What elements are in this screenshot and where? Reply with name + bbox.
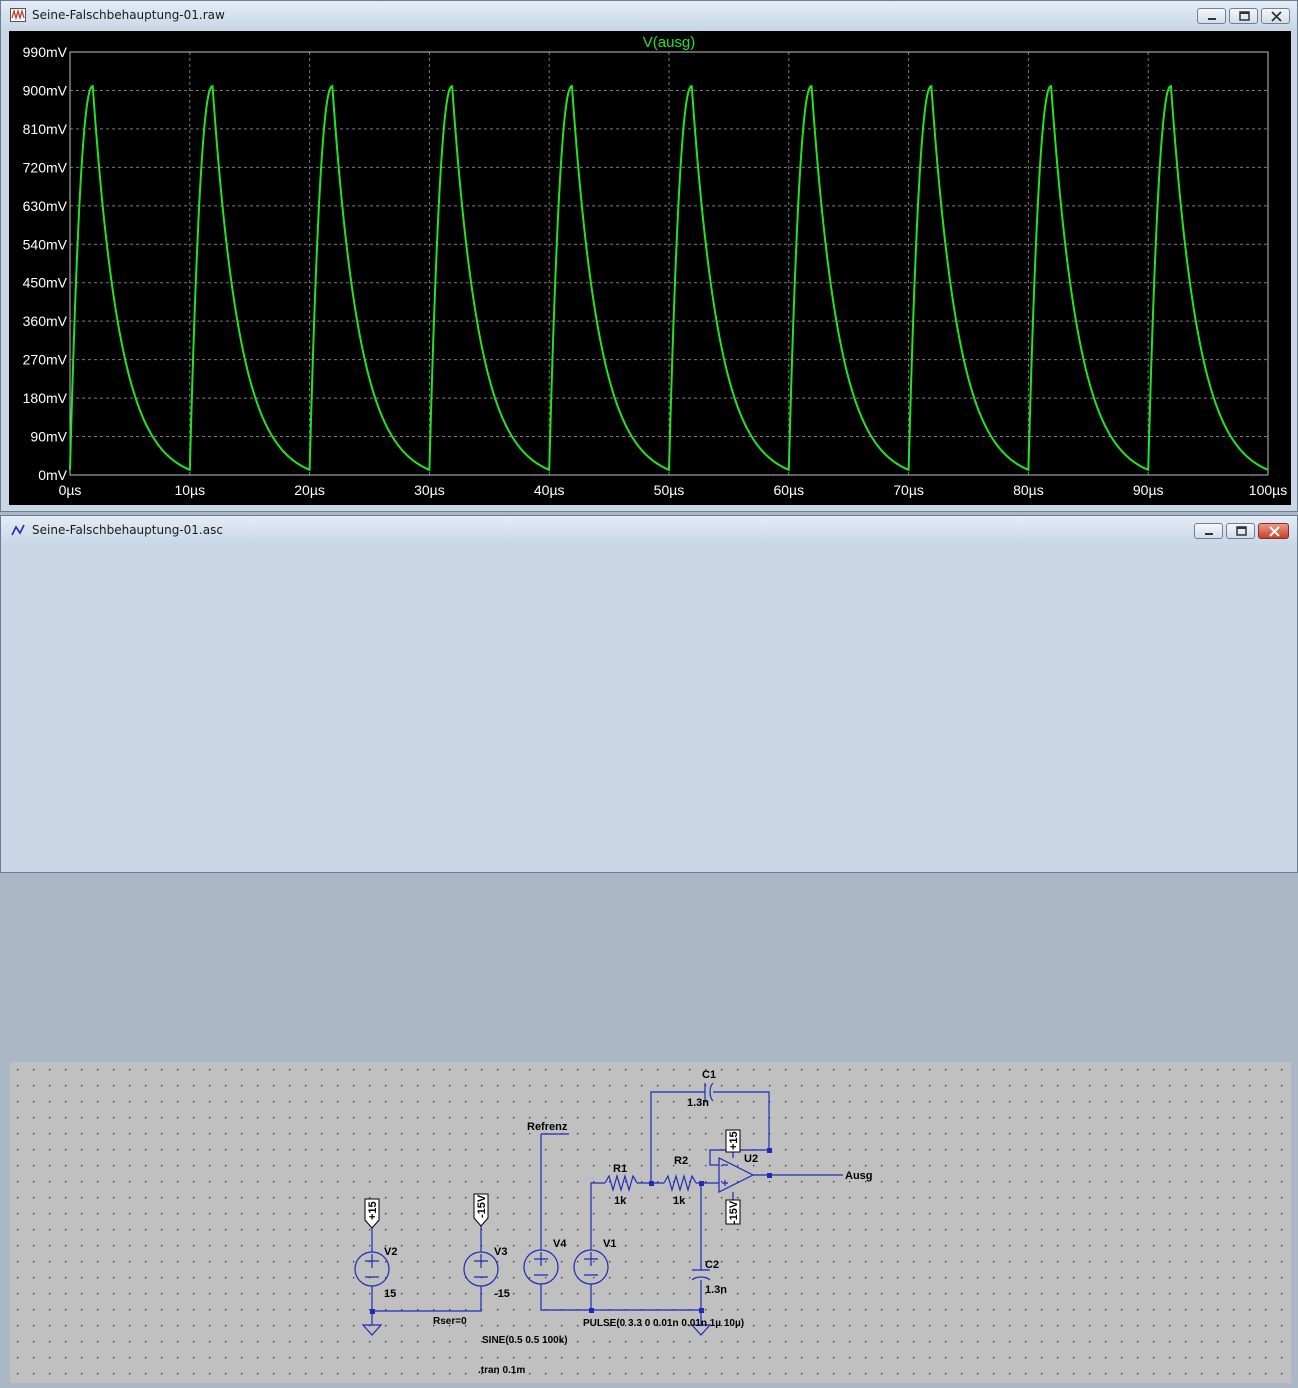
waveform-close-button[interactable]: [1261, 8, 1290, 24]
schematic-drawing[interactable]: +15 -15V +15 -15V V2 15 V3 -15 V4 V1 R1 …: [10, 1062, 1291, 1383]
value-c1[interactable]: 1.3n: [687, 1097, 709, 1109]
value-c2[interactable]: 1.3n: [705, 1284, 727, 1296]
y-tick-label: 990mV: [23, 44, 68, 60]
y-tick-label: 360mV: [23, 313, 68, 329]
minimize-icon: [1205, 533, 1213, 535]
trace-v-ausg[interactable]: [69, 84, 1269, 472]
junction-dot: [767, 1173, 772, 1178]
ref-v1[interactable]: V1: [603, 1238, 616, 1250]
ref-v2[interactable]: V2: [384, 1246, 397, 1258]
directive-tran[interactable]: .tran 0.1m: [478, 1365, 525, 1376]
close-icon: [1269, 526, 1280, 537]
net-label-minus15-opamp: -15V: [728, 1200, 740, 1224]
y-tick-label: 720mV: [23, 159, 68, 175]
y-tick-label: 810mV: [23, 121, 68, 137]
junction-dot: [699, 1308, 704, 1313]
directive-sine[interactable]: SINE(0.5 0.5 100k): [482, 1335, 568, 1346]
y-tick-label: 630mV: [23, 198, 68, 214]
x-tick-label: 70µs: [893, 482, 924, 498]
plot-trace-title[interactable]: V(ausg): [643, 34, 696, 51]
plot-grid: [70, 52, 1268, 475]
schematic-canvas[interactable]: +15 -15V +15 -15V V2 15 V3 -15 V4 V1 R1 …: [10, 1062, 1291, 1383]
waveform-maximize-button[interactable]: [1229, 8, 1258, 24]
x-tick-label: 0µs: [59, 482, 82, 498]
x-tick-label: 60µs: [773, 482, 804, 498]
net-label-refrenz[interactable]: Refrenz: [527, 1121, 568, 1133]
x-tick-label: 100µs: [1249, 482, 1287, 498]
ref-c1[interactable]: C1: [702, 1069, 716, 1081]
directive-pulse[interactable]: PULSE(0 3.3 0 0.01n 0.01n 1µ 10µ): [583, 1318, 744, 1329]
value-r2[interactable]: 1k: [673, 1195, 686, 1207]
maximize-icon: [1236, 526, 1247, 536]
net-label-plus15-left: +15: [367, 1201, 379, 1220]
junction-dot: [649, 1181, 654, 1186]
junction-dot: [370, 1309, 375, 1314]
junction-dot: [699, 1181, 704, 1186]
y-tick-label: 540mV: [23, 236, 68, 252]
y-tick-label: 900mV: [23, 82, 68, 98]
schematic-minimize-button[interactable]: [1194, 523, 1223, 539]
junction-dot: [589, 1308, 594, 1313]
plot-frame: [69, 51, 1269, 476]
schematic-maximize-button[interactable]: [1226, 523, 1255, 539]
schematic-window: Seine-Falschbehauptung-01.asc: [0, 515, 1298, 1383]
y-axis[interactable]: 0mV 90mV 180mV 270mV 360mV 450mV 540mV 630mV 720…: [23, 44, 68, 483]
maximize-icon: [1239, 11, 1250, 21]
x-tick-label: 50µs: [654, 482, 685, 498]
junction-dot: [767, 1148, 772, 1153]
ref-r1[interactable]: R1: [613, 1163, 627, 1175]
schematic-app-icon: [11, 524, 25, 536]
y-tick-label: 270mV: [23, 352, 68, 368]
close-icon: [1271, 11, 1282, 22]
schematic-close-button[interactable]: [1258, 523, 1289, 539]
x-tick-label: 10µs: [174, 482, 205, 498]
net-label-plus15-opamp: +15: [728, 1131, 740, 1150]
ref-v3[interactable]: V3: [494, 1246, 507, 1258]
ref-r2[interactable]: R2: [674, 1155, 688, 1167]
value-v2[interactable]: 15: [384, 1288, 396, 1300]
x-tick-label: 80µs: [1013, 482, 1044, 498]
waveform-plot[interactable]: V(ausg) 0mV 90mV 180mV 270mV 360mV 450mV 540mV…: [9, 31, 1291, 505]
x-axis[interactable]: 0µs 10µs 20µs 30µs 40µs 50µs 60µs 70µs 80µs 90µs 1…: [59, 482, 1288, 498]
x-tick-label: 20µs: [294, 482, 325, 498]
ref-v4[interactable]: V4: [553, 1238, 567, 1250]
ref-u2[interactable]: U2: [744, 1153, 758, 1165]
value-v3[interactable]: -15: [494, 1288, 510, 1300]
y-tick-label: 0mV: [38, 467, 67, 483]
y-tick-label: 180mV: [23, 390, 68, 406]
waveform-window-title: Seine-Falschbehauptung-01.raw: [32, 8, 225, 22]
net-label-ausg[interactable]: Ausg: [845, 1170, 873, 1182]
waveform-app-icon: [10, 8, 26, 22]
y-tick-label: 450mV: [23, 275, 68, 291]
y-tick-label: 90mV: [30, 429, 67, 445]
schematic-titlebar[interactable]: Seine-Falschbehauptung-01.asc: [1, 516, 1297, 544]
waveform-plot-pane[interactable]: V(ausg) 0mV 90mV 180mV 270mV 360mV 450mV 540mV…: [9, 31, 1291, 505]
directive-rser[interactable]: Rser=0: [433, 1316, 467, 1327]
x-tick-label: 90µs: [1133, 482, 1164, 498]
waveform-minimize-button[interactable]: [1197, 8, 1226, 24]
net-label-minus15-left: -15V: [476, 1194, 488, 1218]
x-tick-label: 30µs: [414, 482, 445, 498]
waveform-titlebar[interactable]: Seine-Falschbehauptung-01.raw: [1, 1, 1297, 29]
ref-c2[interactable]: C2: [705, 1259, 719, 1271]
value-r1[interactable]: 1k: [614, 1195, 627, 1207]
schematic-window-title: Seine-Falschbehauptung-01.asc: [32, 523, 223, 537]
waveform-window: Seine-Falschbehauptung-01.raw V(ausg) 0m…: [0, 0, 1298, 512]
minimize-icon: [1208, 18, 1216, 20]
x-tick-label: 40µs: [534, 482, 565, 498]
